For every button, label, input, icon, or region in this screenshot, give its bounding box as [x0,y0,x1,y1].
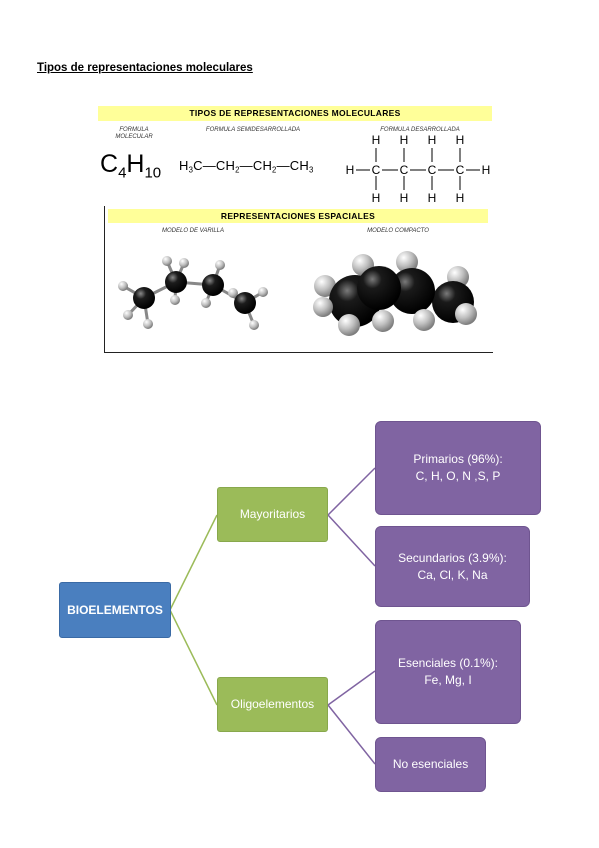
molecular-formula: C4H10 [100,150,162,182]
connector-root-oligoelementos [169,609,218,706]
hydrogen-atom: H [482,163,491,177]
label-modelo-compacto: MODELO COMPACTO [367,228,429,234]
node-primarios: Primarios (96%):C, H, O, N ,S, P [375,421,541,515]
node-oligoelementos: Oligoelementos [217,677,328,732]
hydrogen-atom: H [400,191,409,205]
ball-and-stick-model [118,256,268,330]
connector-mayoritarios-primarios [327,467,376,516]
hydrogen-atom: H [456,134,465,147]
carbon-atom: C [428,163,437,177]
hydrogen-atom: H [400,134,409,147]
top-banner: TIPOS DE REPRESENTACIONES MOLECULARES [98,106,492,121]
label-formula-semidesarrollada: FORMULA SEMIDESARROLLADA [205,127,301,133]
node-esenciales: Esenciales (0.1%):Fe, Mg, I [375,620,521,724]
connector-oligo-noesenciales [327,704,376,765]
carbon-atom: C [456,163,465,177]
hydrogen-atom: H [372,134,381,147]
hydrogen-atom: H [372,191,381,205]
node-bioelementos: BIOELEMENTOS [59,582,171,638]
spatial-panel-frame [104,206,493,353]
hydrogen-atom: H [428,191,437,205]
space-filling-model [313,251,477,336]
hydrogen-atom: H [346,163,355,177]
connector-oligo-esenciales [327,670,376,706]
label-formula-desarrollada: FORMULA DESARROLLADA [380,127,460,133]
label-formula-molecular: FORMULA MOLECULAR [115,127,153,140]
node-no-esenciales: No esenciales [375,737,486,792]
semideveloped-formula: H3C—CH2—CH2—CH3 [179,158,314,175]
connector-root-mayoritarios [169,514,218,611]
carbon-atom: C [400,163,409,177]
hydrogen-atom: H [456,191,465,205]
bottom-banner: REPRESENTACIONES ESPACIALES [108,209,488,223]
hydrogen-atom: H [428,134,437,147]
molecular-representations-figure: TIPOS DE REPRESENTACIONES MOLECULARES FO… [98,106,493,353]
node-secundarios: Secundarios (3.9%):Ca, Cl, K, Na [375,526,530,607]
page-heading: Tipos de representaciones moleculares [37,62,253,74]
carbon-atom: C [372,163,381,177]
label-modelo-varilla: MODELO DE VARILLA [161,228,225,234]
node-mayoritarios: Mayoritarios [217,487,328,542]
connector-mayoritarios-secundarios [327,514,376,567]
